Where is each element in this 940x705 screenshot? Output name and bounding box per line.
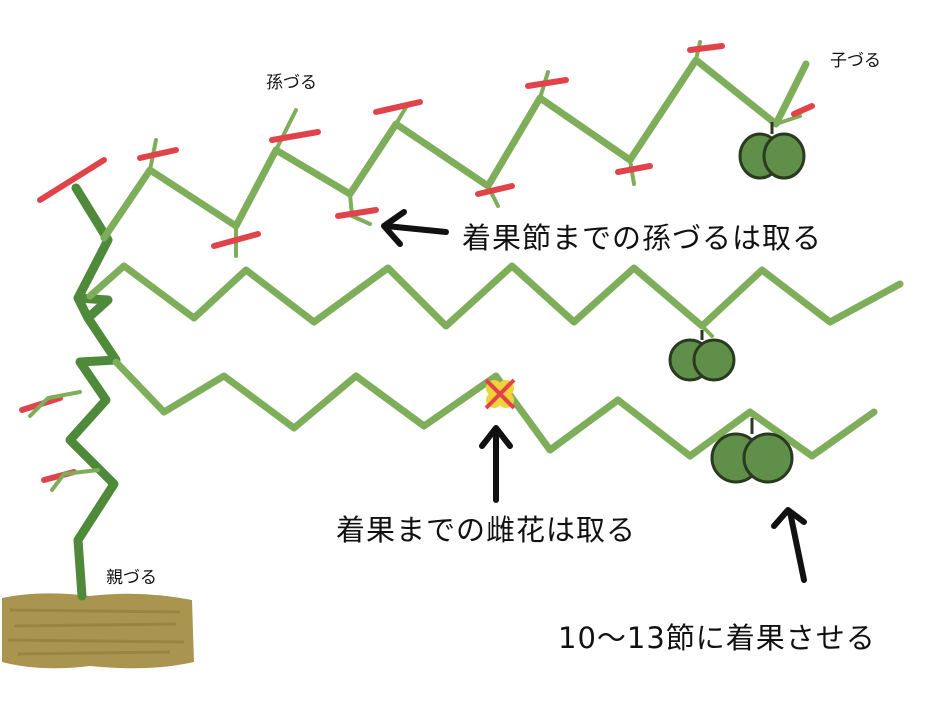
label-grandchild-vine: 孫づる <box>266 73 317 93</box>
pumpkin-middle-vine <box>668 330 736 382</box>
label-main-vine: 親づる <box>106 568 157 588</box>
main-vine-side-shoots <box>28 390 100 492</box>
arrow-grandchild-note <box>381 209 449 247</box>
soil <box>2 593 194 669</box>
pumpkin-icon <box>668 122 806 484</box>
label-child-vine: 子づる <box>830 51 881 71</box>
cut-mark-main-vine-top <box>37 157 107 203</box>
child-vine-upper <box>100 56 810 242</box>
pumpkin-lower-vine <box>710 418 794 484</box>
arrow-fruit-note <box>771 507 807 583</box>
note-grandchild-removal: 着果節までの孫づるは取る <box>462 221 822 255</box>
note-fruit-position: 10〜13節に着果させる <box>558 621 876 655</box>
child-vine-middle <box>86 262 904 338</box>
arrow-flower-note <box>479 425 513 503</box>
pumpkin-upper-vine <box>738 122 806 180</box>
cut-marks <box>19 43 815 483</box>
main-vine <box>65 183 121 601</box>
arrow-icon <box>381 209 807 583</box>
flower-icon <box>484 378 516 410</box>
child-vine-lower <box>112 358 878 460</box>
note-female-flower-removal: 着果までの雌花は取る <box>336 513 636 547</box>
